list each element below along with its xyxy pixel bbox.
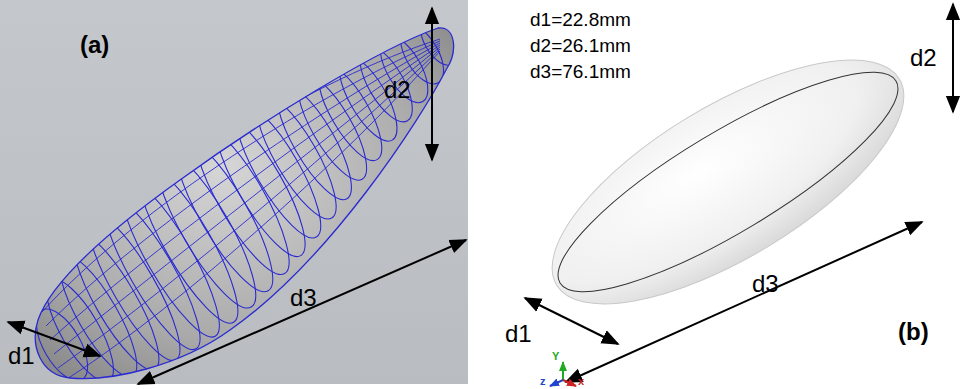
meridian-line [62, 51, 440, 382]
dimension-arrow [952, 4, 954, 112]
ellipsoid [517, 14, 938, 350]
section-ring [140, 139, 271, 319]
section-ring [285, 65, 379, 189]
section-ring [59, 224, 172, 379]
dimension-label: d1 [505, 322, 532, 346]
axis-label: x [578, 376, 584, 387]
dimension-label: d1 [8, 344, 35, 368]
dimension-arrow [138, 240, 466, 384]
section-ring [306, 56, 393, 169]
dimension-arrow [431, 8, 433, 160]
meridian-line [54, 47, 440, 354]
section-ring [349, 38, 422, 130]
cross-section-rings [26, 8, 467, 389]
dimension-value: d1=22.8mm [530, 10, 631, 29]
dimension-value: d3=76.1mm [530, 62, 631, 81]
section-ring [180, 114, 305, 285]
section-ring [35, 271, 126, 389]
axis-triad [550, 362, 576, 386]
section-ring [26, 301, 98, 389]
dimension-label: d2 [384, 78, 411, 102]
axis-label: z [540, 376, 546, 387]
panel-label: (a) [80, 33, 109, 57]
dimension-label: d2 [910, 46, 937, 70]
dimension-value: d2=26.1mm [530, 36, 631, 55]
section-ring [122, 153, 253, 334]
dimension-arrow [525, 298, 618, 344]
panel-label: (b) [898, 320, 929, 344]
ellipsoid-outline [534, 38, 922, 326]
meridian-line [42, 41, 440, 312]
meridian-line [58, 49, 440, 368]
dimension-label: d3 [752, 272, 779, 296]
dimension-label: d3 [290, 286, 317, 310]
blob-body [35, 28, 453, 379]
section-ring [74, 204, 195, 371]
panel-background [0, 0, 468, 384]
meridian-line [50, 45, 440, 340]
axis-label: Y [552, 351, 559, 362]
section-ring [264, 74, 365, 208]
dimension-arrow [566, 222, 922, 382]
